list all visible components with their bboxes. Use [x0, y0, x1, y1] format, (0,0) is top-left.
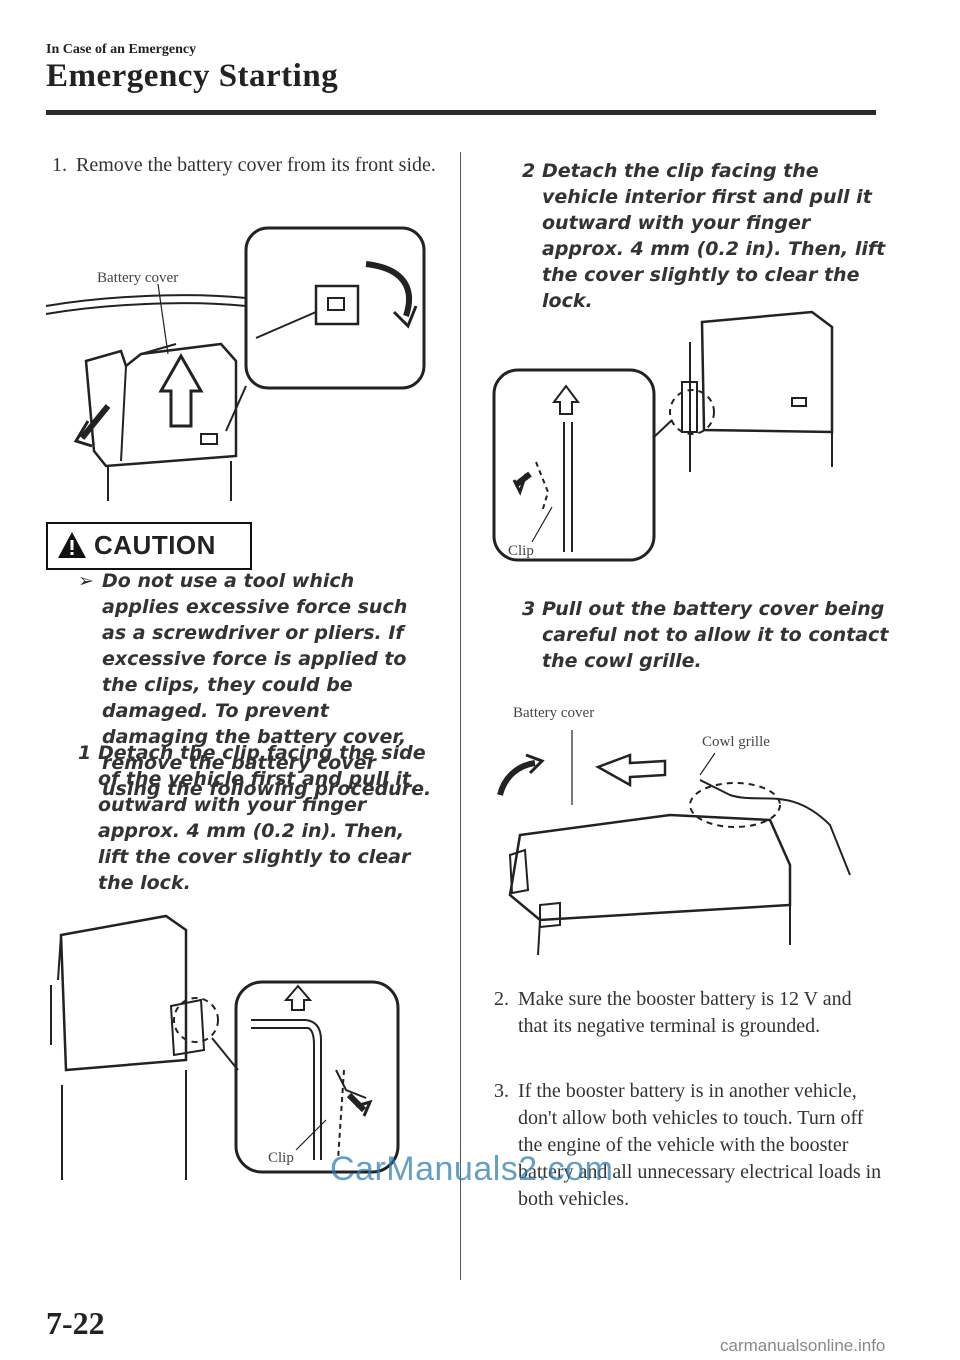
substep-1-text: Detach the clip facing the side of the v…	[98, 742, 426, 894]
substep-3-number: 3	[522, 598, 536, 620]
page-title: Emergency Starting	[46, 58, 339, 94]
step-1-text: Remove the battery cover from its front …	[76, 154, 436, 176]
figure-4-cowl-grille-illustration	[497, 730, 851, 956]
substep-2-number: 2	[522, 160, 536, 182]
substep-3: 3 Pull out the battery cover being caref…	[522, 596, 892, 674]
figure-4-label-battery-cover: Battery cover	[513, 705, 595, 721]
figure-4-label-cowl-grille: Cowl grille	[702, 734, 770, 750]
figure-2-clip-illustration	[50, 914, 400, 1180]
step-3-text: If the booster battery is in another veh…	[518, 1080, 882, 1210]
column-divider	[460, 152, 461, 1280]
section-title: In Case of an Emergency	[46, 42, 197, 57]
figure-1-battery-cover-illustration	[45, 226, 426, 501]
caution-label: CAUTION	[94, 530, 216, 560]
site-footer-text: carmanualsonline.info	[720, 1336, 886, 1355]
page-number: 7-22	[46, 1305, 105, 1341]
figure-3-label: Clip	[508, 543, 534, 559]
step-2-number: 2.	[494, 988, 509, 1010]
figure-1-label: Battery cover	[97, 270, 179, 286]
header-rule	[46, 110, 876, 115]
arrowhead-bullet-icon: ➢	[78, 570, 94, 592]
watermark-text: CarManuals2.com	[330, 1150, 614, 1188]
substep-1-number: 1	[78, 742, 92, 764]
caution-bullet-text: Do not use a tool which applies excessiv…	[102, 570, 432, 800]
substep-1: 1 Detach the clip facing the side of the…	[78, 740, 440, 896]
step-1-number: 1.	[52, 154, 67, 176]
substep-2-text: Detach the clip facing the vehicle inter…	[542, 160, 886, 312]
step-1: 1. Remove the battery cover from its fro…	[52, 152, 442, 179]
step-3: 3. If the booster battery is in another …	[494, 1078, 884, 1213]
step-2: 2. Make sure the booster battery is 12 V…	[494, 986, 884, 1040]
caution-box: CAUTION	[46, 522, 252, 570]
caution-bullet: ➢ Do not use a tool which applies excess…	[78, 568, 433, 802]
substep-2: 2 Detach the clip facing the vehicle int…	[522, 158, 892, 314]
figure-3-clip-illustration	[492, 310, 834, 562]
warning-triangle-icon	[58, 532, 86, 558]
step-2-text: Make sure the booster battery is 12 V an…	[518, 988, 852, 1037]
figure-2-label: Clip	[268, 1150, 294, 1166]
step-3-number: 3.	[494, 1080, 509, 1102]
substep-3-text: Pull out the battery cover being careful…	[542, 598, 889, 672]
